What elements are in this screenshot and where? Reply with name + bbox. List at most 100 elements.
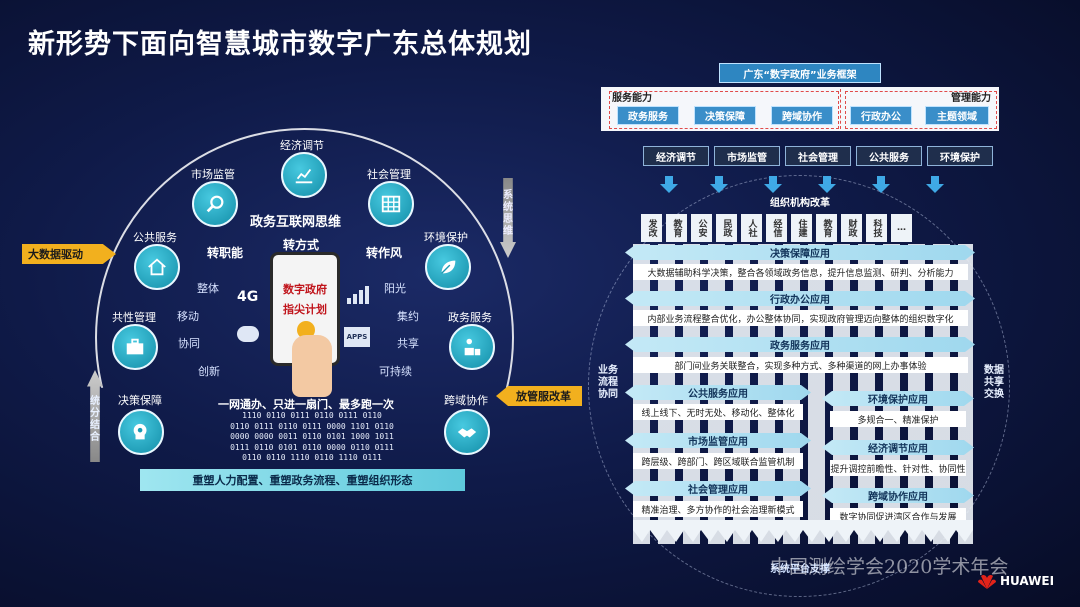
right-app-band-3: 跨域协作应用 xyxy=(822,488,974,503)
slogan: 一网通办、只进一扇门、最多跑一次 xyxy=(218,398,394,411)
4g-icon: 4G xyxy=(237,289,259,305)
management-box xyxy=(845,91,997,129)
left-word-1: 整体 xyxy=(197,282,219,295)
huawei-logo-icon xyxy=(977,573,997,593)
top-btn-5: 主题领域 xyxy=(925,106,989,125)
page-title: 新形势下面向智慧城市数字广东总体规划 xyxy=(28,29,532,60)
house-icon xyxy=(134,244,180,290)
fingerprint-icon xyxy=(297,321,315,339)
magnifier-icon xyxy=(192,181,238,227)
top-btn-1: 政务服务 xyxy=(617,106,679,125)
handshake-icon xyxy=(444,409,490,455)
down-arrow xyxy=(500,178,516,258)
right-app-band-1: 环境保护应用 xyxy=(822,391,974,406)
org-reform-label: 组织机构改革 xyxy=(770,198,830,209)
row2-btn-2: 市场监管 xyxy=(714,146,780,166)
briefcase-icon xyxy=(112,324,158,370)
platform-support-label: 系统平台支撑 xyxy=(770,564,830,575)
economy-node-icon xyxy=(281,152,327,198)
leaf-icon xyxy=(425,244,471,290)
binary-block: 1110 0110 0111 0110 0111 0110 0110 0111 … xyxy=(230,411,394,462)
right-word-4: 可持续 xyxy=(379,365,412,378)
bottom-bar: 重塑人力配置、重塑政务流程、重塑组织形态 xyxy=(140,469,465,491)
node-label-environment: 环境保护 xyxy=(424,231,468,244)
node-label-social: 社会管理 xyxy=(367,168,411,181)
management-capability-label: 管理能力 xyxy=(951,93,991,104)
node-label-decision: 决策保障 xyxy=(118,394,162,407)
row2-btn-3: 社会管理 xyxy=(785,146,851,166)
service-person-icon xyxy=(449,324,495,370)
process-sync-label: 业务流程协同 xyxy=(598,365,618,400)
left-word-4: 创新 xyxy=(198,365,220,378)
node-label-market: 市场监管 xyxy=(191,168,235,181)
dept-8: 教育 xyxy=(816,214,837,242)
service-box xyxy=(609,91,839,129)
right-app-desc-1: 多规合一、精准保护 xyxy=(830,411,966,427)
top-btn-4: 行政办公 xyxy=(850,106,912,125)
zigzag-bottom xyxy=(633,520,973,542)
dept-1: 发改 xyxy=(641,214,662,242)
capability-divider xyxy=(840,89,841,129)
brain-gear-icon xyxy=(118,409,164,455)
dept-6: 经信 xyxy=(766,214,787,242)
top-btn-3: 跨域协作 xyxy=(771,106,833,125)
left-app-band-3: 社会管理应用 xyxy=(625,481,811,496)
left-app-desc-3: 精准治理、多方协作的社会治理新模式 xyxy=(633,501,803,517)
right-word-2: 集约 xyxy=(397,310,419,323)
chat-bubble-icon xyxy=(237,326,259,342)
app-band-1: 决策保障应用 xyxy=(625,245,975,260)
dept-5: 人社 xyxy=(741,214,762,242)
top-btn-2: 决策保障 xyxy=(694,106,756,125)
dept-9: 财政 xyxy=(841,214,862,242)
center-word-3: 转作风 xyxy=(366,246,403,260)
center-word-2: 转方式 xyxy=(283,238,320,252)
dashed-circle xyxy=(588,175,1010,597)
service-capability-label: 服务能力 xyxy=(612,93,652,104)
dept-11: … xyxy=(891,214,912,242)
node-label-public: 公共服务 xyxy=(133,231,177,244)
app-band-2: 行政办公应用 xyxy=(625,291,975,306)
brand-name: HUAWEI xyxy=(1000,574,1055,588)
left-app-band-1: 公共服务应用 xyxy=(625,385,811,400)
right-word-3: 共享 xyxy=(397,337,419,350)
dept-10: 科技 xyxy=(866,214,887,242)
node-label-common: 共性管理 xyxy=(112,311,156,324)
dept-7: 住建 xyxy=(791,214,812,242)
unify-label: 统分结合 xyxy=(90,396,100,443)
apps-icon: APPS xyxy=(344,327,370,347)
node-label-gov-service: 政务服务 xyxy=(448,311,492,324)
left-word-3: 协同 xyxy=(178,337,200,350)
system-thinking-label: 系统思维 xyxy=(503,190,513,237)
table-icon xyxy=(368,181,414,227)
data-exchange-label: 数据共享交换 xyxy=(984,365,1004,400)
framework-title: 广东“数字政府”业务框架 xyxy=(719,63,881,83)
hand-icon xyxy=(292,335,332,397)
row2-btn-4: 公共服务 xyxy=(856,146,922,166)
left-app-desc-2: 跨层级、跨部门、跨区域联合监管机制 xyxy=(633,453,803,469)
left-app-band-2: 市场监管应用 xyxy=(625,433,811,448)
app-desc-3: 部门间业务关联整合，实现多种方式、多种渠道的网上办事体验 xyxy=(633,357,968,373)
reform-arrow: 放管服改革 xyxy=(496,386,582,406)
arrow-row-icon xyxy=(660,176,944,193)
right-app-desc-2: 提升调控前瞻性、针对性、协同性 xyxy=(830,460,966,476)
right-app-band-2: 经济调节应用 xyxy=(822,440,974,455)
up-arrow xyxy=(87,370,103,462)
app-desc-2: 内部业务流程整合优化，办公整体协同，实现政府管理迈向整体的组织数字化 xyxy=(633,310,968,326)
phone-text-1: 数字政府 xyxy=(283,283,327,296)
dept-3: 公安 xyxy=(691,214,712,242)
row2-btn-5: 环境保护 xyxy=(927,146,993,166)
dept-4: 民政 xyxy=(716,214,737,242)
center-word-1: 转职能 xyxy=(207,246,244,260)
row2-btn-1: 经济调节 xyxy=(643,146,709,166)
big-data-arrow: 大数据驱动 xyxy=(22,244,116,264)
dept-2: 教育 xyxy=(666,214,687,242)
app-desc-1: 大数据辅助科学决策，整合各领域政务信息，提升信息监测、研判、分析能力 xyxy=(633,264,968,280)
watermark: 中国测绘学会2020学术年会 xyxy=(770,556,1009,578)
signal-bars-icon xyxy=(347,286,369,308)
center-title: 政务互联网思维 xyxy=(250,215,342,230)
right-word-1: 阳光 xyxy=(384,282,406,295)
node-label-economy: 经济调节 xyxy=(280,139,324,152)
left-word-2: 移动 xyxy=(177,310,199,323)
app-band-3: 政务服务应用 xyxy=(625,337,975,352)
node-label-cross-domain: 跨域协作 xyxy=(444,394,488,407)
